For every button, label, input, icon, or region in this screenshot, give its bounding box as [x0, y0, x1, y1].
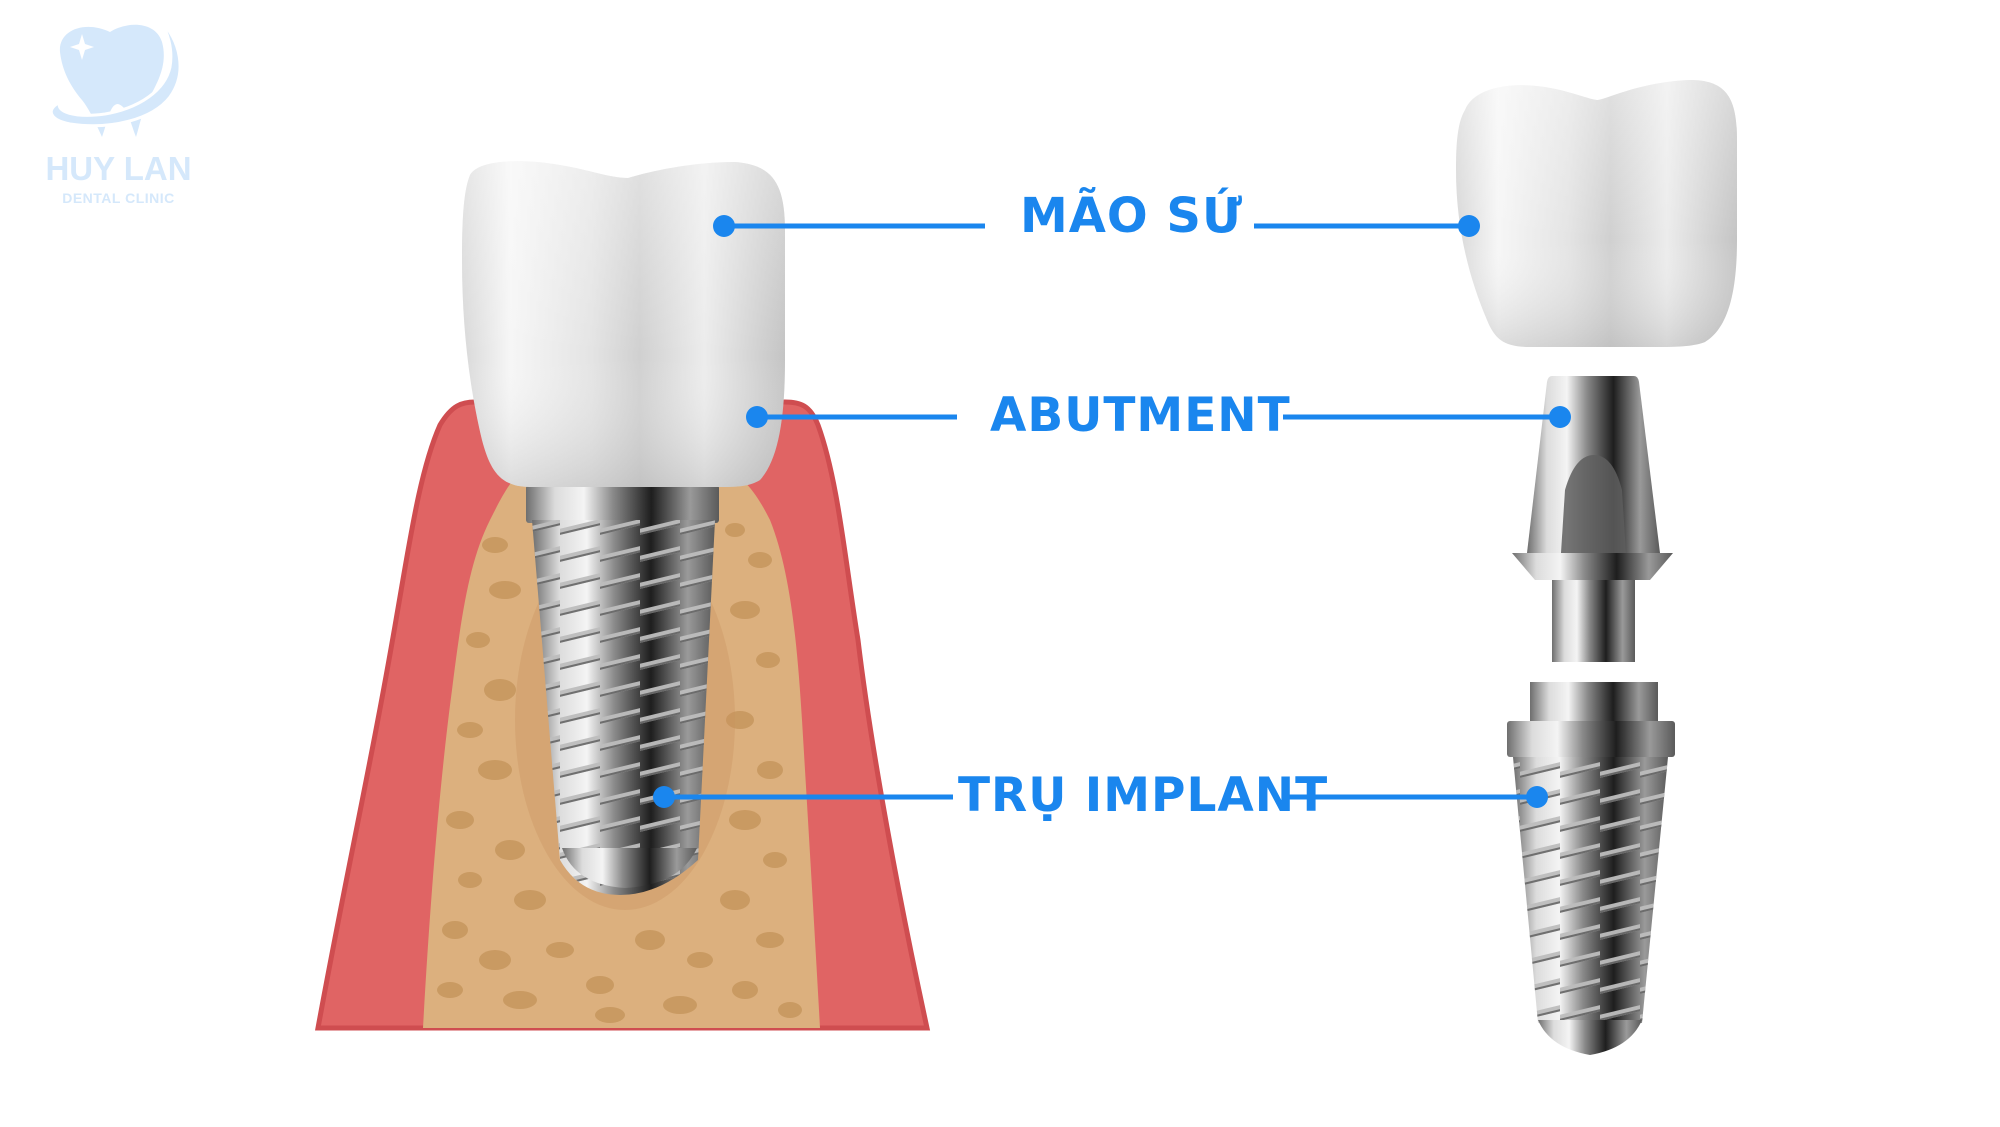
clinic-logo: HUY LAN DENTAL CLINIC [30, 12, 205, 212]
label-crown: MÃO SỨ [1020, 188, 1244, 244]
implant-callout-dot-right [1526, 786, 1548, 808]
callouts [653, 215, 1571, 808]
implant-callout-dot-left [653, 786, 675, 808]
crown-callout-dot-right [1458, 215, 1480, 237]
tooth-hand-icon [49, 18, 182, 138]
logo-tagline: DENTAL CLINIC [62, 190, 175, 206]
logo-title: HUY LAN [45, 150, 192, 187]
label-implant: TRỤ IMPLANT [958, 768, 1329, 823]
abutment-callout-dot-right [1549, 406, 1571, 428]
abutment-callout-dot-left [746, 406, 768, 428]
right-crown [1456, 80, 1737, 347]
left-crown [462, 161, 785, 487]
label-abutment: ABUTMENT [990, 388, 1291, 443]
bone-pores [437, 523, 802, 1023]
right-implant-screw [1507, 682, 1675, 1055]
crown-callout-dot-left [713, 215, 735, 237]
